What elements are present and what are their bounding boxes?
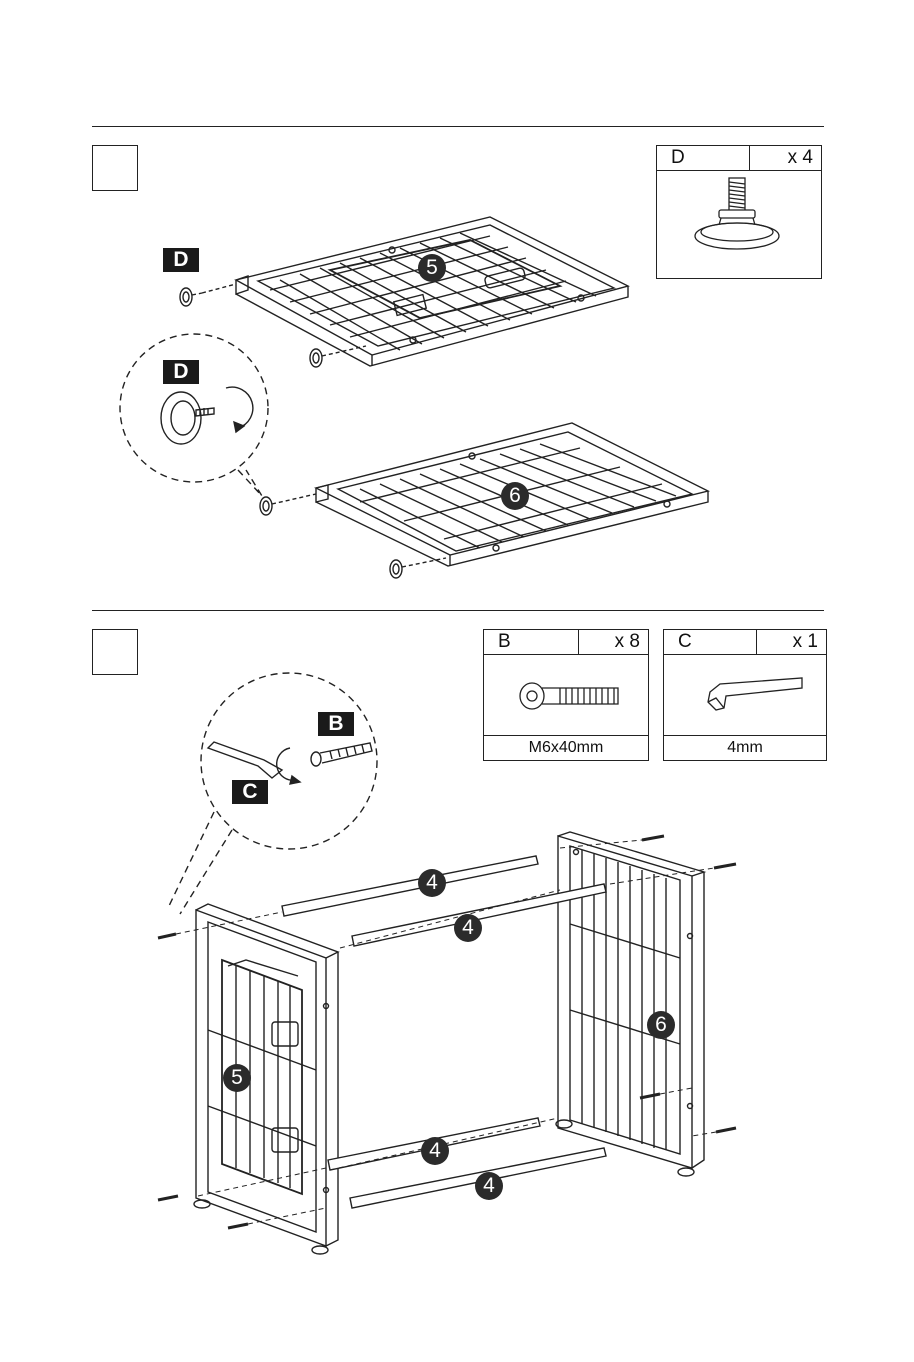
bar-4-badge-4: 4 [475, 1172, 503, 1200]
panel-5-badge-side: 5 [223, 1064, 251, 1092]
bar-4-badge-2: 4 [454, 914, 482, 942]
bar-4-badge-3: 4 [421, 1137, 449, 1165]
panel-6-badge-side: 6 [647, 1011, 675, 1039]
bar-4-badge-1: 4 [418, 869, 446, 897]
